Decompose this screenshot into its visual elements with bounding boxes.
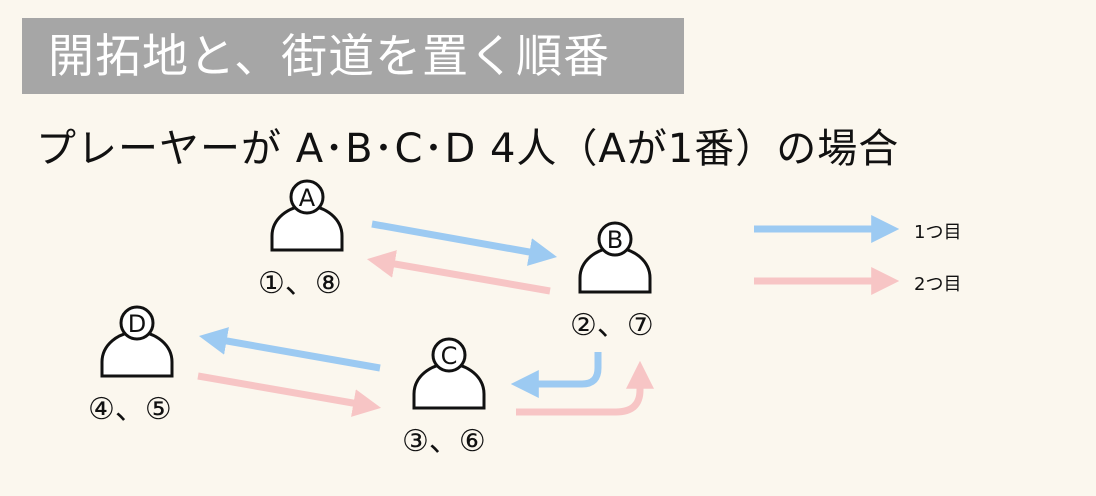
player-c-letter: C xyxy=(441,342,458,370)
player-a-icon: A xyxy=(270,179,344,252)
player-a-order: ①、⑧ xyxy=(258,266,342,301)
page-title: 開拓地と、街道を置く順番 xyxy=(48,29,611,83)
legend-first-label: 1つ目 xyxy=(914,222,962,243)
player-b-icon: B xyxy=(578,221,652,294)
player-d-icon: D xyxy=(100,305,174,378)
player-a-letter: A xyxy=(299,184,316,212)
player-d-letter: D xyxy=(128,310,146,338)
arrow-b-to-a xyxy=(366,250,551,295)
arrow-c-to-d xyxy=(198,327,381,372)
title-banner: 開拓地と、街道を置く順番 xyxy=(22,18,684,94)
arrow-d-to-c xyxy=(197,372,382,417)
player-b-letter: B xyxy=(607,226,623,254)
player-b-order: ②、⑦ xyxy=(570,308,654,343)
player-d-order: ④、⑤ xyxy=(88,392,172,427)
player-c-icon: C xyxy=(412,337,486,410)
arrow-c-to-b xyxy=(516,360,654,416)
subtitle: プレーヤーが A･B･C･D 4人（Aが1番）の場合 xyxy=(36,126,900,172)
arrow-a-to-b xyxy=(371,220,558,266)
player-c-order: ③、⑥ xyxy=(402,424,486,459)
arrow-b-to-c xyxy=(510,352,602,398)
legend-second-label: 2つ目 xyxy=(914,274,962,295)
